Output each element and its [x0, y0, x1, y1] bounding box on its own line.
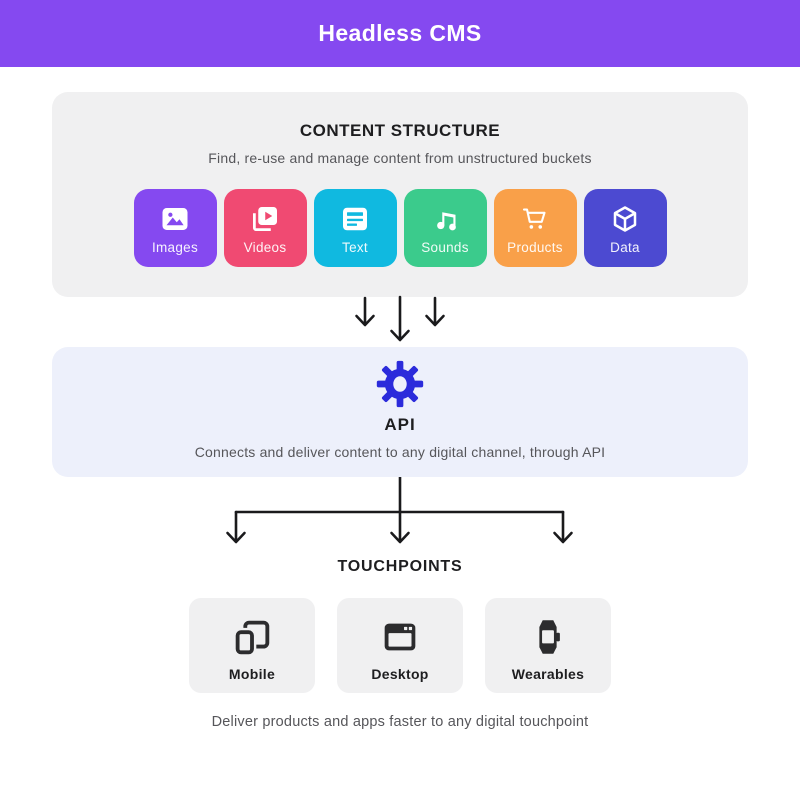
- app-header: Headless CMS: [0, 0, 800, 67]
- touch-tile-desktop: Desktop: [337, 598, 463, 693]
- api-panel: API Connects and deliver content to any …: [52, 347, 748, 477]
- api-subtitle: Connects and deliver content to any digi…: [194, 444, 606, 460]
- touch-label: Wearables: [511, 665, 585, 682]
- flow-arrows-down: [355, 295, 445, 342]
- touch-label: Mobile: [228, 665, 276, 682]
- api-title: API: [384, 415, 416, 434]
- touch-label: Desktop: [371, 665, 429, 682]
- tile-videos: Videos: [223, 189, 307, 267]
- image-icon: [162, 207, 188, 230]
- tile-label: Videos: [243, 239, 287, 255]
- tile-label: Data: [610, 239, 640, 255]
- touchpoints-title: TOUCHPOINTS: [337, 558, 463, 575]
- cube-icon: [613, 205, 637, 232]
- tile-data: Data: [583, 189, 667, 267]
- tile-text: Text: [313, 189, 397, 267]
- gear-icon: [376, 360, 424, 408]
- tile-products: Products: [493, 189, 577, 267]
- content-structure-subtitle: Find, re-use and manage content from uns…: [208, 150, 592, 166]
- touchpoints-row: Mobile Desktop Wearables: [0, 598, 800, 693]
- content-structure-title: CONTENT STRUCTURE: [299, 121, 501, 140]
- touch-tile-wearables: Wearables: [485, 598, 611, 693]
- smartwatch-icon: [539, 619, 560, 654]
- text-lines-icon: [343, 207, 367, 230]
- tile-label: Images: [151, 239, 199, 255]
- tile-label: Products: [507, 239, 563, 255]
- flow-branch-arrows: [226, 477, 573, 544]
- tile-label: Sounds: [421, 239, 469, 255]
- touch-tile-mobile: Mobile: [189, 598, 315, 693]
- content-structure-panel: CONTENT STRUCTURE Find, re-use and manag…: [52, 92, 748, 297]
- shopping-cart-icon: [522, 207, 546, 229]
- tile-sounds: Sounds: [403, 189, 487, 267]
- tile-label: Text: [342, 239, 368, 255]
- page-title: Headless CMS: [318, 20, 482, 46]
- desktop-browser-icon: [384, 623, 416, 650]
- mobile-devices-icon: [233, 620, 270, 657]
- touchpoints-footer: Deliver products and apps faster to any …: [211, 714, 589, 730]
- content-tiles-row: Images Videos Text: [52, 189, 748, 267]
- video-library-icon: [253, 206, 277, 231]
- tile-images: Images: [133, 189, 217, 267]
- music-note-icon: [437, 211, 456, 230]
